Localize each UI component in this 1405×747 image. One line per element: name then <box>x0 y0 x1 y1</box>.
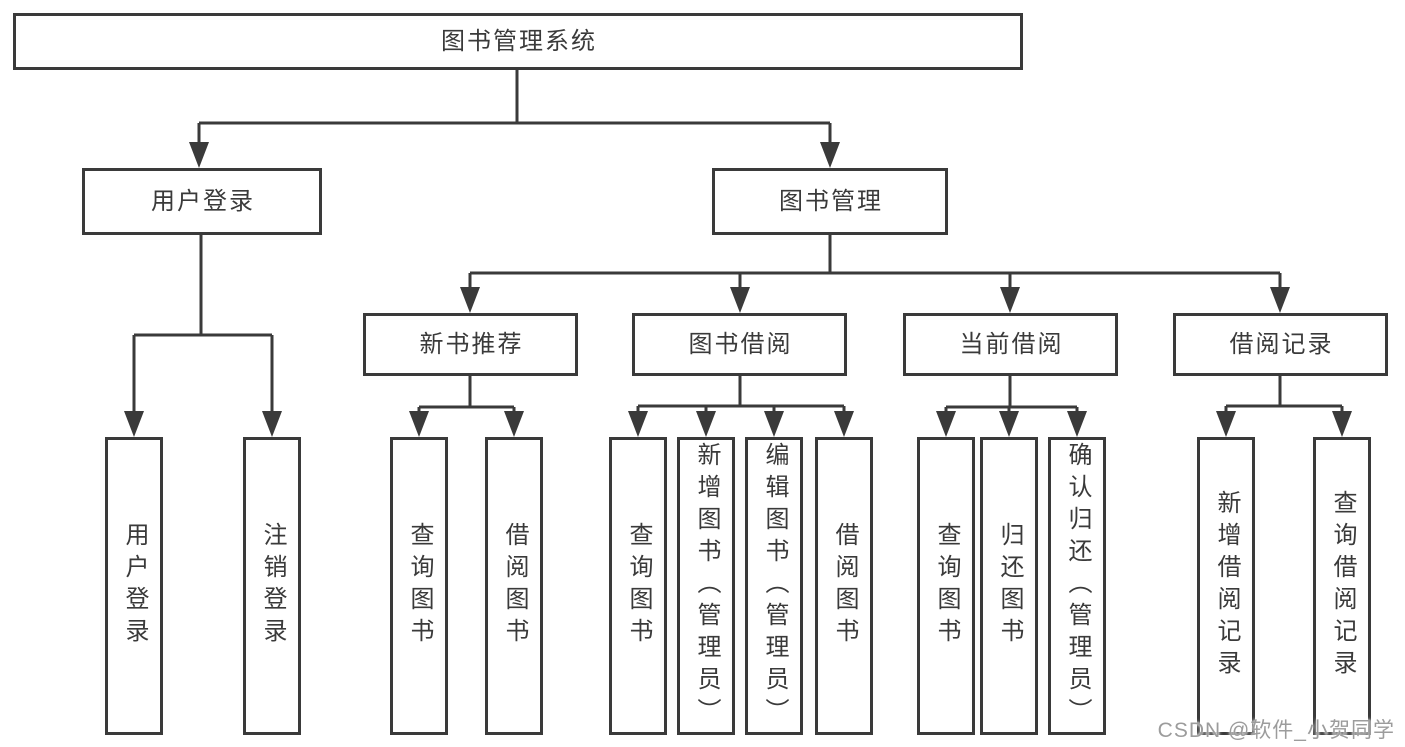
leaf-logout: 注销登录 <box>243 437 301 735</box>
leaf-user-login-label: 用户登录 <box>121 522 148 650</box>
leaf-query-borrow-record: 查询借阅记录 <box>1313 437 1371 735</box>
leaf-add-borrow-record: 新增借阅记录 <box>1197 437 1255 735</box>
leaf-confirm-return-admin: 确认归还（管理员） <box>1048 437 1106 735</box>
csdn-watermark: CSDN @软件_小贺同学 <box>1157 719 1395 742</box>
leaf-query-books-2: 查询图书 <box>609 437 667 735</box>
leaf-borrow-books-2: 借阅图书 <box>815 437 873 735</box>
leaf-add-books-admin: 新增图书（管理员） <box>677 437 735 735</box>
node-library-management-system: 图书管理系统 <box>13 13 1023 70</box>
node-current-borrowing-label: 当前借阅 <box>959 330 1064 358</box>
node-user-login-label: 用户登录 <box>151 187 255 215</box>
leaf-borrow-books-1: 借阅图书 <box>485 437 543 735</box>
leaf-borrow-books-2-label: 借阅图书 <box>831 522 858 650</box>
node-borrowing-records-label: 借阅记录 <box>1229 330 1334 358</box>
leaf-query-books-1: 查询图书 <box>390 437 448 735</box>
node-book-management-label: 图书管理 <box>779 187 883 215</box>
leaf-query-books-3: 查询图书 <box>917 437 975 735</box>
leaf-return-books: 归还图书 <box>980 437 1038 735</box>
leaf-return-books-label: 归还图书 <box>996 522 1023 650</box>
node-current-borrowing: 当前借阅 <box>903 313 1118 376</box>
node-book-borrowing-label: 图书借阅 <box>688 330 793 358</box>
leaf-query-books-2-label: 查询图书 <box>625 522 652 650</box>
node-new-book-recommend: 新书推荐 <box>363 313 578 376</box>
leaf-edit-books-admin-label: 编辑图书（管理员） <box>761 442 788 730</box>
leaf-query-borrow-record-label: 查询借阅记录 <box>1329 490 1356 682</box>
node-borrowing-records: 借阅记录 <box>1173 313 1388 376</box>
node-library-management-system-label: 图书管理系统 <box>441 27 597 55</box>
leaf-logout-label: 注销登录 <box>259 522 286 650</box>
leaf-add-borrow-record-label: 新增借阅记录 <box>1213 490 1240 682</box>
leaf-add-books-admin-label: 新增图书（管理员） <box>693 442 720 730</box>
node-user-login: 用户登录 <box>82 168 322 235</box>
node-new-book-recommend-label: 新书推荐 <box>419 330 524 358</box>
node-book-management: 图书管理 <box>712 168 948 235</box>
leaf-query-books-1-label: 查询图书 <box>406 522 433 650</box>
leaf-user-login: 用户登录 <box>105 437 163 735</box>
node-book-borrowing: 图书借阅 <box>632 313 847 376</box>
leaf-query-books-3-label: 查询图书 <box>933 522 960 650</box>
leaf-borrow-books-1-label: 借阅图书 <box>501 522 528 650</box>
leaf-edit-books-admin: 编辑图书（管理员） <box>745 437 803 735</box>
leaf-confirm-return-admin-label: 确认归还（管理员） <box>1064 442 1091 730</box>
